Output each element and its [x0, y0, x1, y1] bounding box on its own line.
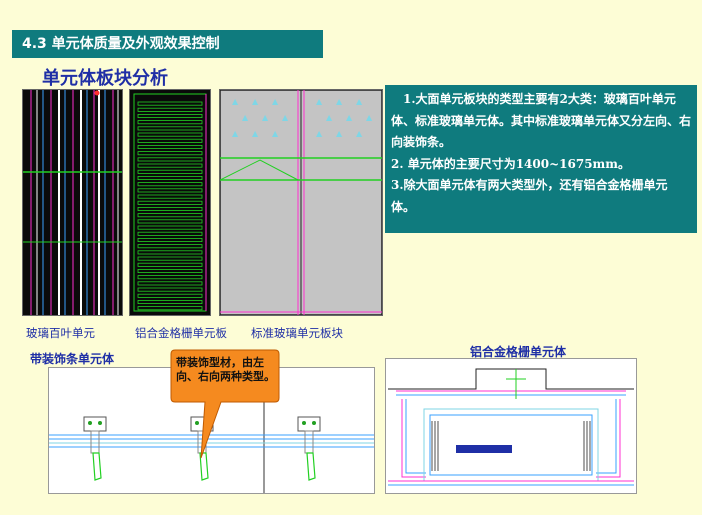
callout-text: 带装饰型材，由左向、右向两种类型。 — [176, 356, 275, 383]
caption-glass-louver: 玻璃百叶单元 — [26, 326, 95, 340]
svg-text:▲: ▲ — [272, 97, 279, 106]
svg-text:▲: ▲ — [326, 113, 333, 122]
svg-text:▲: ▲ — [232, 129, 239, 138]
svg-text:▲: ▲ — [272, 129, 279, 138]
mullion-detail — [83, 416, 107, 481]
page-subtitle: 单元体板块分析 — [42, 68, 168, 89]
svg-text:▲: ▲ — [316, 97, 323, 106]
svg-text:▲: ▲ — [252, 129, 259, 138]
description-paragraph-1: 1.大面单元板块的类型主要有2大类：玻璃百叶单元体、标准玻璃单元体。其中标准玻璃… — [391, 92, 692, 149]
caption-aluminum-grille: 铝合金格栅单元板 — [135, 326, 227, 340]
svg-text:▲: ▲ — [262, 113, 269, 122]
decorative-strip-unit-title: 带装饰条单元体 — [30, 352, 115, 366]
aluminum-grille-detail-drawing — [385, 358, 637, 494]
svg-text:▲: ▲ — [282, 113, 289, 122]
svg-text:▲: ▲ — [346, 113, 353, 122]
description-paragraph-2: 2. 单元体的主要尺寸为1400~1675mm。 — [391, 156, 630, 171]
aluminum-grille-unit-title: 铝合金格栅单元体 — [470, 345, 567, 359]
svg-text:▲: ▲ — [252, 97, 259, 106]
description-box: 1.大面单元板块的类型主要有2大类：玻璃百叶单元体、标准玻璃单元体。其中标准玻璃… — [385, 85, 697, 233]
caption-standard-glass: 标准玻璃单元板块 — [251, 326, 343, 340]
section-header: 4.3 单元体质量及外观效果控制 — [12, 30, 323, 58]
svg-text:▲: ▲ — [336, 97, 343, 106]
svg-text:▲: ▲ — [366, 113, 373, 122]
standard-glass-drawing: ▲▲▲ ▲▲▲ ▲▲▲ ▲▲▲ ▲▲▲ ▲▲▲ — [219, 89, 383, 316]
svg-text:▲: ▲ — [356, 97, 363, 106]
svg-text:▲: ▲ — [356, 129, 363, 138]
aluminum-grille-drawing — [129, 89, 211, 316]
glass-louver-drawing — [22, 89, 123, 316]
description-paragraph-3: 3.除大面单元体有两大类型外，还有铝合金格栅单元体。 — [391, 178, 668, 214]
svg-text:▲: ▲ — [336, 129, 343, 138]
callout-bubble: 带装饰型材，由左向、右向两种类型。 — [170, 349, 280, 459]
svg-text:▲: ▲ — [232, 97, 239, 106]
svg-text:▲: ▲ — [242, 113, 249, 122]
svg-text:▲: ▲ — [316, 129, 323, 138]
